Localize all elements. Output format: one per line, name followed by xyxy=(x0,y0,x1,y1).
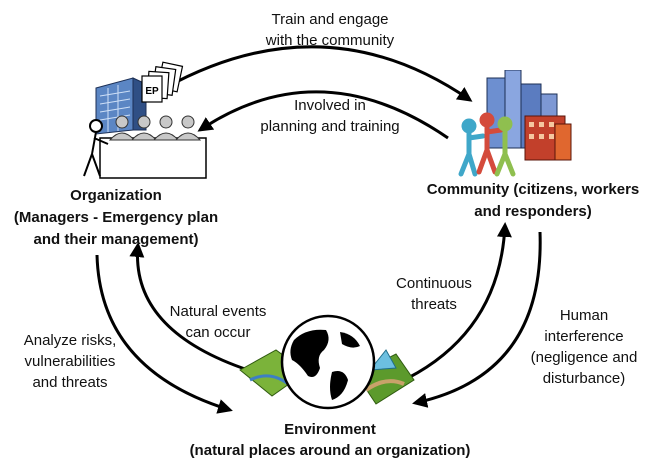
edge-human-line4: disturbance) xyxy=(542,370,626,387)
organization-subtitle-line1: (Managers - Emergency plan xyxy=(13,209,219,226)
organization-title: Organization xyxy=(70,187,162,204)
arrow-analyze xyxy=(95,254,233,414)
edge-involved-line2: planning and training xyxy=(260,118,400,135)
community-title-line2: and responders) xyxy=(474,203,592,220)
organization-icon: EP xyxy=(83,61,207,179)
edge-natural-events-line1: Natural events xyxy=(169,303,267,320)
edge-train-engage-line2: with the community xyxy=(265,32,395,49)
edge-analyze-line2: vulnerabilities xyxy=(24,353,116,370)
environment-icon xyxy=(239,314,415,410)
edge-continuous-line1: Continuous xyxy=(396,275,472,292)
edge-human-line3: (negligence and xyxy=(530,349,638,366)
arrow-train-engage xyxy=(164,45,473,102)
arrow-human xyxy=(412,231,542,408)
edge-analyze-line1: Analyze risks, xyxy=(23,332,117,349)
environment-title: Environment xyxy=(284,421,376,438)
environment-subtitle: (natural places around an organization) xyxy=(189,442,471,459)
edge-natural-events-line2: can occur xyxy=(185,324,251,341)
edge-continuous-line2: threats xyxy=(411,296,457,313)
edge-human-line1: Human xyxy=(559,307,609,324)
arrow-natural-events xyxy=(129,242,249,372)
edge-involved-line1: Involved in xyxy=(294,97,366,114)
edge-human-line2: interference xyxy=(544,328,624,345)
community-title-line1: Community (citizens, workers xyxy=(426,181,640,198)
community-icon xyxy=(458,70,572,177)
arrow-continuous xyxy=(407,222,512,380)
ep-badge: EP xyxy=(145,86,159,97)
organization-subtitle-line2: and their management) xyxy=(33,231,199,248)
edge-analyze-line3: and threats xyxy=(32,374,108,391)
arrow-involved xyxy=(197,90,449,140)
edge-train-engage-line1: Train and engage xyxy=(271,11,389,28)
